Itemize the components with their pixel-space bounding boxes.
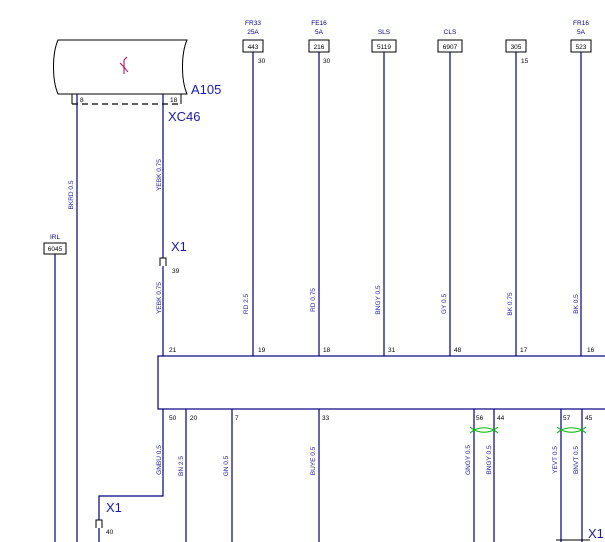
wire-label: BNVT 0.5	[573, 446, 580, 474]
pin-label: 17	[520, 347, 528, 354]
fuse-name: CLS	[444, 29, 457, 36]
wire-label: GNBU 0.5	[156, 445, 163, 475]
twisted-pair-icon	[469, 426, 499, 434]
fuse-code: 6907	[443, 44, 458, 51]
wire-label: BK 0.5	[573, 294, 580, 314]
pin-label: 8	[80, 97, 84, 104]
fuse-rating: 25A	[247, 29, 259, 36]
wire-label: BN 2.5	[178, 456, 185, 476]
pin-label: 56	[476, 415, 484, 422]
fuse-name: FR16	[573, 20, 589, 27]
component-outline	[53, 39, 188, 95]
pin-label: 21	[169, 347, 177, 354]
connector-x1-upper: X1 39	[159, 239, 187, 275]
fuse-305: 305 15	[505, 39, 529, 65]
component-ref: A105	[191, 82, 221, 97]
pin-label: 40	[106, 529, 114, 536]
fuse-code: 305	[511, 44, 522, 51]
fuse-code: 216	[314, 44, 325, 51]
irl-name: IRL	[50, 234, 61, 241]
pin-label: 20	[190, 415, 198, 422]
wire-label: BUYE 0.5	[310, 446, 317, 475]
wire-label: RD 2.5	[243, 294, 250, 315]
wire-label: GN 0.5	[223, 455, 230, 476]
fuse-sls: SLS 5119	[371, 29, 397, 53]
ground-symbol-icon	[119, 56, 129, 74]
component-a105: A105 8 18 XC46	[53, 39, 221, 124]
wire-label: YEBK 0.75	[156, 159, 163, 191]
pin-label: 7	[235, 415, 239, 422]
fuse-cls: CLS 6907	[437, 29, 463, 53]
pin-label: 44	[497, 415, 505, 422]
wire-label: RD 0.75	[310, 288, 317, 312]
wire-label: YEVT 0.5	[552, 446, 559, 474]
wire-label: GNGY 0.5	[465, 445, 472, 475]
pin-label: 33	[322, 415, 330, 422]
module-block	[157, 355, 605, 410]
fuse-pin: 30	[323, 58, 331, 65]
connector-ref: XC46	[168, 109, 201, 124]
wire-label: BK 0.75	[507, 292, 514, 316]
fuse-code: 5119	[377, 44, 391, 51]
fuse-code: 523	[576, 44, 587, 51]
irl-code: 6045	[48, 246, 63, 253]
fuse-pin: 30	[258, 58, 266, 65]
fuse-pin: 15	[521, 58, 529, 65]
pin-label: 39	[172, 268, 180, 275]
wires	[54, 52, 583, 542]
pin-label: 19	[258, 347, 266, 354]
connector-x1-lower: X1 40	[95, 500, 122, 536]
twisted-pair-icon	[556, 426, 587, 434]
connector-label: X1	[171, 239, 187, 254]
wire-label: YEBK 0.75	[156, 282, 163, 314]
wire-label: BNGY 0.5	[375, 285, 382, 315]
wire-label: GY 0.5	[441, 294, 448, 315]
fuse-fr33: FR33 25A 443 30	[242, 20, 266, 65]
fuse-fe16: FE16 5A 216 30	[308, 20, 331, 65]
pin-label: 31	[388, 347, 396, 354]
connector-label: X1	[106, 500, 122, 515]
pin-label: 18	[323, 347, 331, 354]
wire-label: BNGY 0.5	[486, 445, 493, 475]
fuse-name: FE16	[311, 20, 327, 27]
fuse-name: FR33	[245, 20, 261, 27]
irl-block: IRL 6045	[43, 234, 67, 255]
connector-x1-right: X1	[556, 526, 604, 541]
pin-label: 57	[563, 415, 571, 422]
fuse-code: 443	[248, 44, 259, 51]
wire-label: BKRD 0.5	[68, 180, 75, 209]
pin-label: 16	[587, 347, 595, 354]
pin-label: 50	[169, 415, 177, 422]
fuse-rating: 5A	[315, 29, 324, 36]
pin-label: 48	[454, 347, 462, 354]
fuse-rating: 5A	[577, 29, 586, 36]
fuse-fr16: FR16 5A 523	[570, 20, 592, 53]
fuse-name: SLS	[378, 29, 391, 36]
connector-label: X1	[588, 526, 604, 541]
pin-label: 45	[585, 415, 593, 422]
pin-label: 18	[170, 97, 178, 104]
